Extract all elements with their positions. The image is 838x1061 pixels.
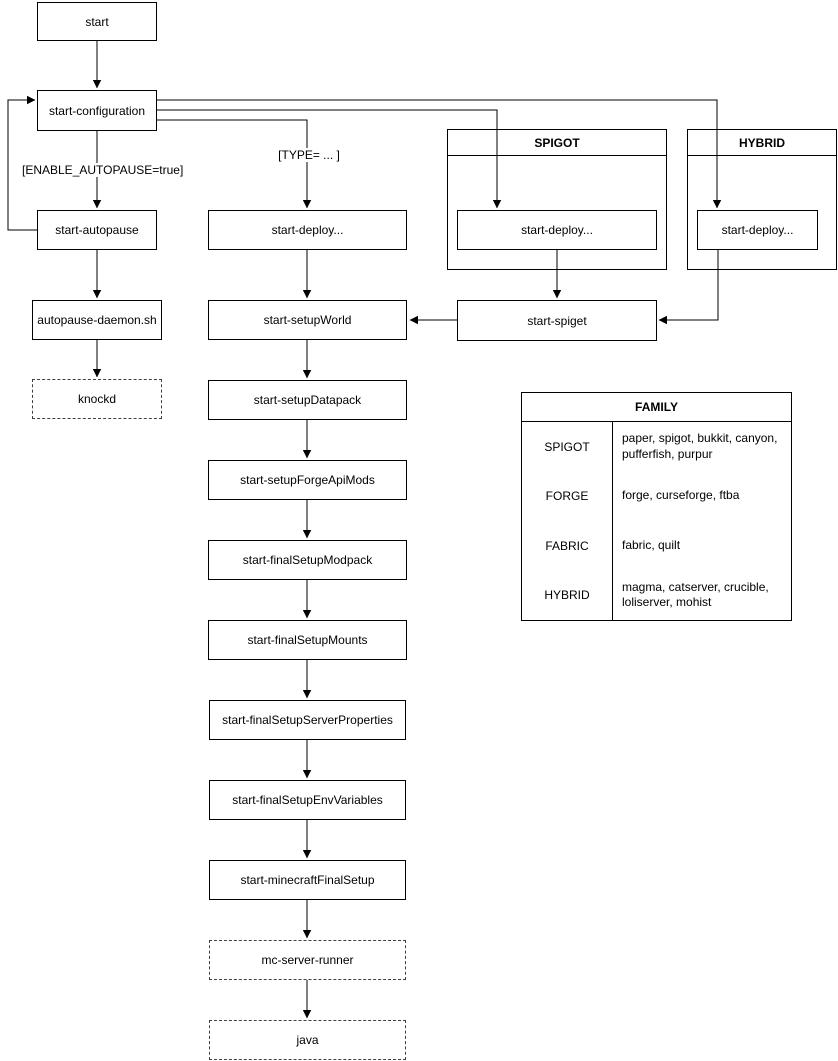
family-row-spigot: SPIGOT paper, spigot, bukkit, canyon, pu… — [522, 422, 791, 472]
family-key: FORGE — [522, 471, 613, 521]
family-row-fabric: FABRIC fabric, quilt — [522, 521, 791, 571]
edge-label-type: [TYPE= ... ] — [273, 148, 345, 162]
family-key: HYBRID — [522, 570, 613, 620]
family-key: FABRIC — [522, 521, 613, 571]
node-start-spiget: start-spiget — [457, 300, 657, 341]
node-start-finalsetupenvvariables: start-finalSetupEnvVariables — [209, 780, 406, 820]
family-table: FAMILY SPIGOT paper, spigot, bukkit, can… — [521, 392, 792, 621]
node-start-setupdatapack: start-setupDatapack — [208, 380, 407, 420]
node-start-configuration: start-configuration — [37, 90, 157, 131]
node-start-deploy-hybrid: start-deploy... — [697, 210, 818, 250]
family-table-body: SPIGOT paper, spigot, bukkit, canyon, pu… — [522, 422, 791, 620]
node-start-deploy-main: start-deploy... — [208, 210, 407, 250]
node-mc-server-runner: mc-server-runner — [209, 940, 406, 980]
family-row-forge: FORGE forge, curseforge, ftba — [522, 471, 791, 521]
hybrid-container-title: HYBRID — [688, 130, 836, 156]
node-start-finalsetupserverproperties: start-finalSetupServerProperties — [209, 700, 406, 740]
spigot-container-title: SPIGOT — [448, 130, 666, 156]
family-key: SPIGOT — [522, 422, 613, 472]
node-start-deploy-spigot: start-deploy... — [457, 210, 657, 250]
node-start-minecraftfinalsetup: start-minecraftFinalSetup — [209, 860, 406, 900]
family-members: fabric, quilt — [622, 537, 681, 552]
node-start-finalsetupmounts: start-finalSetupMounts — [208, 620, 407, 660]
node-knockd: knockd — [32, 379, 162, 419]
node-start: start — [37, 2, 157, 41]
family-members: magma, catserver, crucible, loliserver, … — [622, 579, 769, 610]
node-start-autopause: start-autopause — [37, 210, 157, 250]
family-row-hybrid: HYBRID magma, catserver, crucible, lolis… — [522, 570, 791, 620]
family-table-title: FAMILY — [522, 393, 791, 422]
node-start-setupforgeapimods: start-setupForgeApiMods — [208, 460, 407, 500]
node-start-setupworld: start-setupWorld — [208, 300, 407, 340]
edge-label-enable-autopause: [ENABLE_AUTOPAUSE=true] — [20, 163, 184, 177]
family-members: paper, spigot, bukkit, canyon, pufferfis… — [622, 431, 778, 461]
node-autopause-daemon: autopause-daemon.sh — [32, 300, 162, 340]
node-java: java — [209, 1020, 406, 1060]
family-members: forge, curseforge, ftba — [622, 488, 740, 503]
node-start-finalsetupmodpack: start-finalSetupModpack — [208, 540, 407, 580]
